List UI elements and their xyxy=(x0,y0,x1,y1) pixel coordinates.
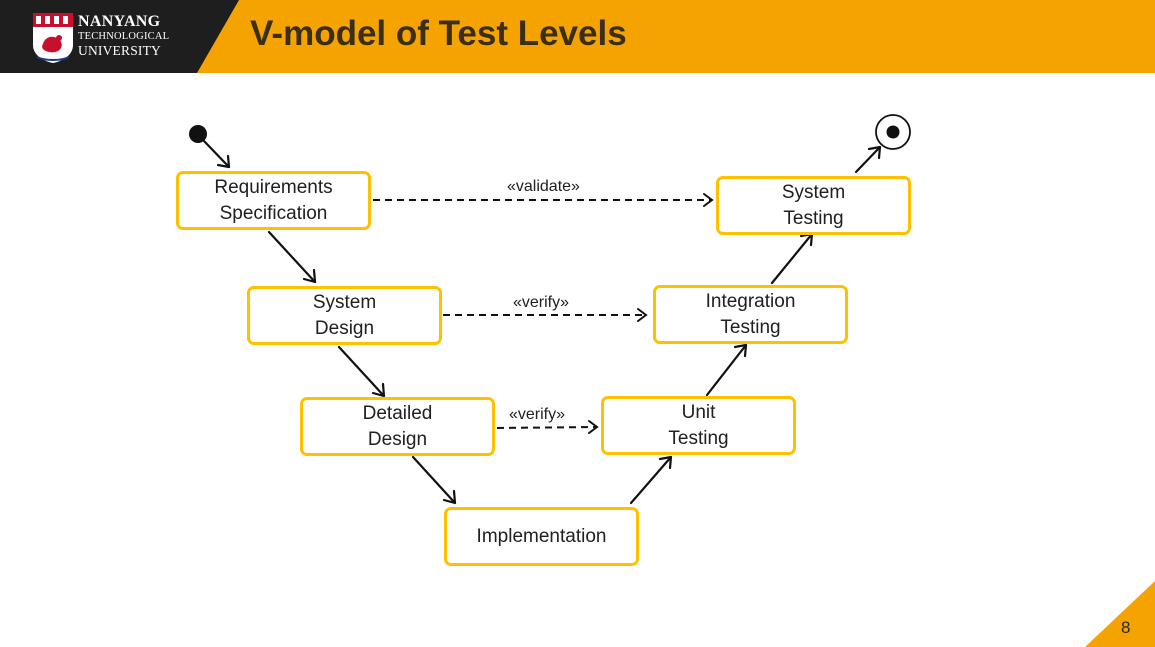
requirements-specification-label: Requirements Specification xyxy=(214,176,333,224)
unit-testing-node: Unit Testing xyxy=(601,396,796,455)
university-name: NANYANG TECHNOLOGICAL UNIVERSITY xyxy=(78,14,169,57)
arrow-detailed-design-to-implementation xyxy=(411,455,457,505)
verify-dependency-arrow-system xyxy=(443,308,648,322)
slide-header: NANYANG TECHNOLOGICAL UNIVERSITY V-model… xyxy=(0,0,1155,73)
integration-testing-node: Integration Testing xyxy=(653,285,848,344)
logo-line-3: UNIVERSITY xyxy=(78,42,161,58)
validate-dependency-arrow xyxy=(373,193,714,207)
verify-stereotype-label-system: «verify» xyxy=(513,294,570,311)
implementation-node: Implementation xyxy=(444,507,639,566)
start-arrow xyxy=(202,139,231,169)
logo-line-1: NANYANG xyxy=(78,13,161,30)
verify-dependency-arrow-detailed xyxy=(496,420,599,434)
system-testing-node: System Testing xyxy=(716,176,911,235)
requirements-specification-node: Requirements Specification xyxy=(176,171,371,230)
arrow-integration-to-system-testing xyxy=(770,232,814,285)
arrow-requirements-to-system-design xyxy=(267,230,317,284)
header-title-band xyxy=(197,0,1155,73)
end-arrow xyxy=(854,145,882,174)
page-number: 8 xyxy=(1121,618,1131,637)
implementation-label: Implementation xyxy=(476,525,607,547)
system-testing-label: System Testing xyxy=(781,181,846,229)
initial-node xyxy=(189,125,207,143)
verify-stereotype-label-detailed: «verify» xyxy=(509,406,566,423)
logo-line-2: TECHNOLOGICAL xyxy=(78,31,170,42)
slide-title: V-model of Test Levels xyxy=(250,14,627,53)
system-design-node: System Design xyxy=(247,286,442,345)
validate-stereotype-label: «validate» xyxy=(507,178,580,195)
ntu-crest-icon xyxy=(33,13,73,63)
final-node xyxy=(875,114,911,150)
arrow-unit-testing-to-integration-testing xyxy=(705,343,748,397)
system-design-label: System Design xyxy=(312,291,377,339)
integration-testing-label: Integration Testing xyxy=(705,290,796,338)
arrow-implementation-to-unit-testing xyxy=(629,455,673,505)
detailed-design-label: Detailed Design xyxy=(362,402,433,450)
arrow-system-design-to-detailed-design xyxy=(337,345,386,398)
detailed-design-node: Detailed Design xyxy=(300,397,495,456)
unit-testing-label: Unit Testing xyxy=(668,401,729,449)
